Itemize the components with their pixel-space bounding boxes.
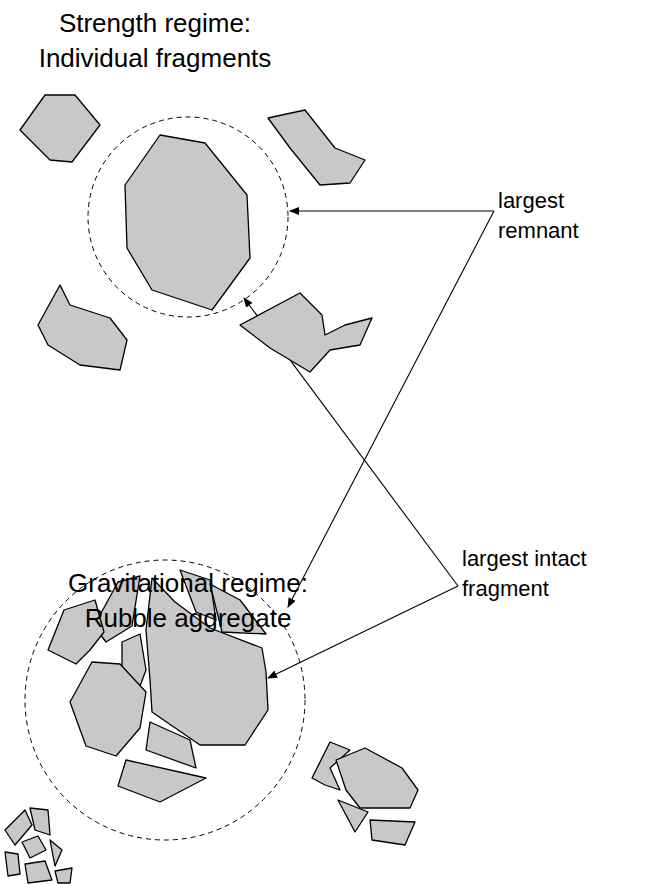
remnant-circle <box>88 117 288 317</box>
regime-heading: Strength regime: Individual fragments <box>30 6 280 76</box>
callout-label: largest intact fragment <box>462 544 622 603</box>
regime-heading: Gravitational regime: Rubble aggregate <box>48 566 328 636</box>
individual-fragments <box>20 95 372 372</box>
small-rubble-pile <box>5 808 72 883</box>
small-rubble-pile <box>312 742 418 845</box>
callout-label: largest remnant <box>498 186 610 245</box>
aggregate-circle <box>25 560 305 840</box>
